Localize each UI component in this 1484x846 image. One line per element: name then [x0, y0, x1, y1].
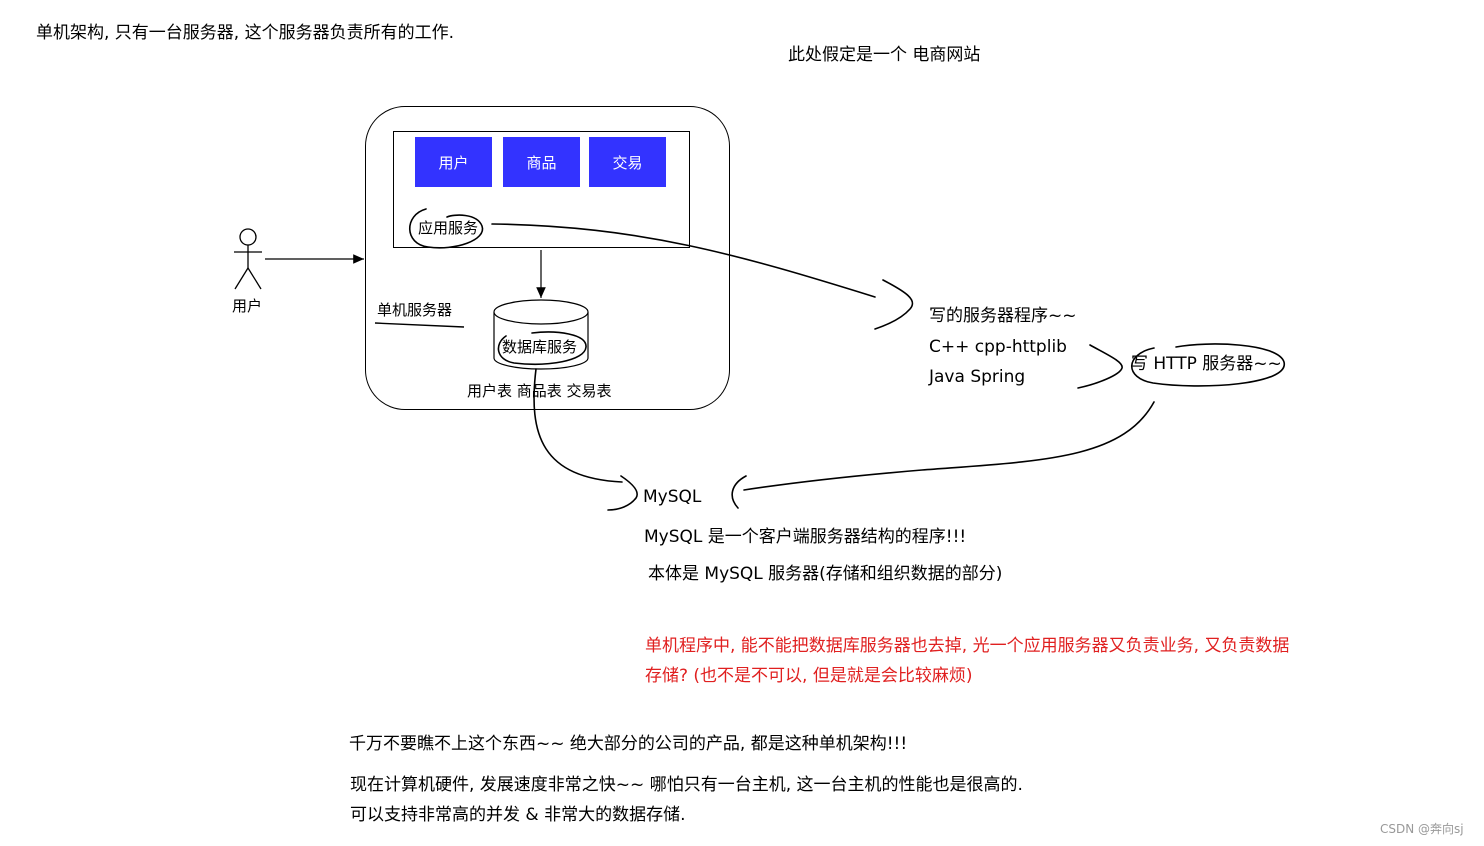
http-brace [1077, 344, 1123, 389]
watermark: CSDN @奔向sj [1380, 822, 1464, 836]
server-label-underline [374, 322, 465, 328]
note-line-1: 千万不要瞧不上这个东西~~ 绝大部分的公司的产品, 都是这种单机架构!!! [349, 734, 908, 754]
module-user: 用户 [415, 137, 492, 187]
app-service-circle [409, 208, 484, 249]
http-server-circle [1130, 343, 1285, 387]
standalone-server-box [365, 106, 730, 410]
server-label: 单机服务器 [377, 301, 453, 319]
note-line-3: 可以支持非常高的并发 & 非常大的数据存储. [350, 805, 686, 825]
mysql-body: 本体是 MySQL 服务器(存储和组织数据的部分) [648, 564, 1003, 584]
mysql-label: MySQL [643, 487, 702, 507]
http-to-mysql-curve [743, 401, 1155, 491]
app-to-program-curve [491, 223, 876, 298]
tables-label: 用户表 商品表 交易表 [467, 382, 612, 400]
module-product: 商品 [503, 137, 580, 187]
module-trade: 交易 [589, 137, 666, 187]
db-to-mysql-curve [533, 368, 623, 483]
db-service-label: 数据库服务 [502, 338, 578, 356]
mysql-brace [607, 475, 638, 511]
database-cylinder [493, 299, 589, 370]
intro-text: 单机架构, 只有一台服务器, 这个服务器负责所有的工作. [36, 23, 455, 43]
mysql-hook [731, 475, 747, 509]
db-service-circle [497, 331, 587, 366]
app-service-box [393, 131, 690, 248]
assumption-text: 此处假定是一个 电商网站 [788, 45, 981, 65]
question-line-2: 存储? (也不是不可以, 但是就是会比较麻烦) [645, 666, 973, 686]
app-service-label: 应用服务 [418, 219, 479, 237]
user-label: 用户 [232, 297, 263, 315]
program-brace [874, 279, 914, 330]
program-line-1: 写的服务器程序~~ [929, 306, 1077, 326]
mysql-desc: MySQL 是一个客户端服务器结构的程序!!! [644, 527, 967, 547]
program-line-2: C++ cpp-httplib [929, 337, 1067, 357]
program-line-3: Java Spring [929, 367, 1026, 387]
http-server-label: 写 HTTP 服务器~~ [1131, 354, 1282, 374]
user-figure-icon [234, 228, 262, 290]
note-line-2: 现在计算机硬件, 发展速度非常之快~~ 哪怕只有一台主机, 这一台主机的性能也是… [350, 775, 1023, 795]
question-line-1: 单机程序中, 能不能把数据库服务器也去掉, 光一个应用服务器又负责业务, 又负责… [645, 636, 1290, 656]
